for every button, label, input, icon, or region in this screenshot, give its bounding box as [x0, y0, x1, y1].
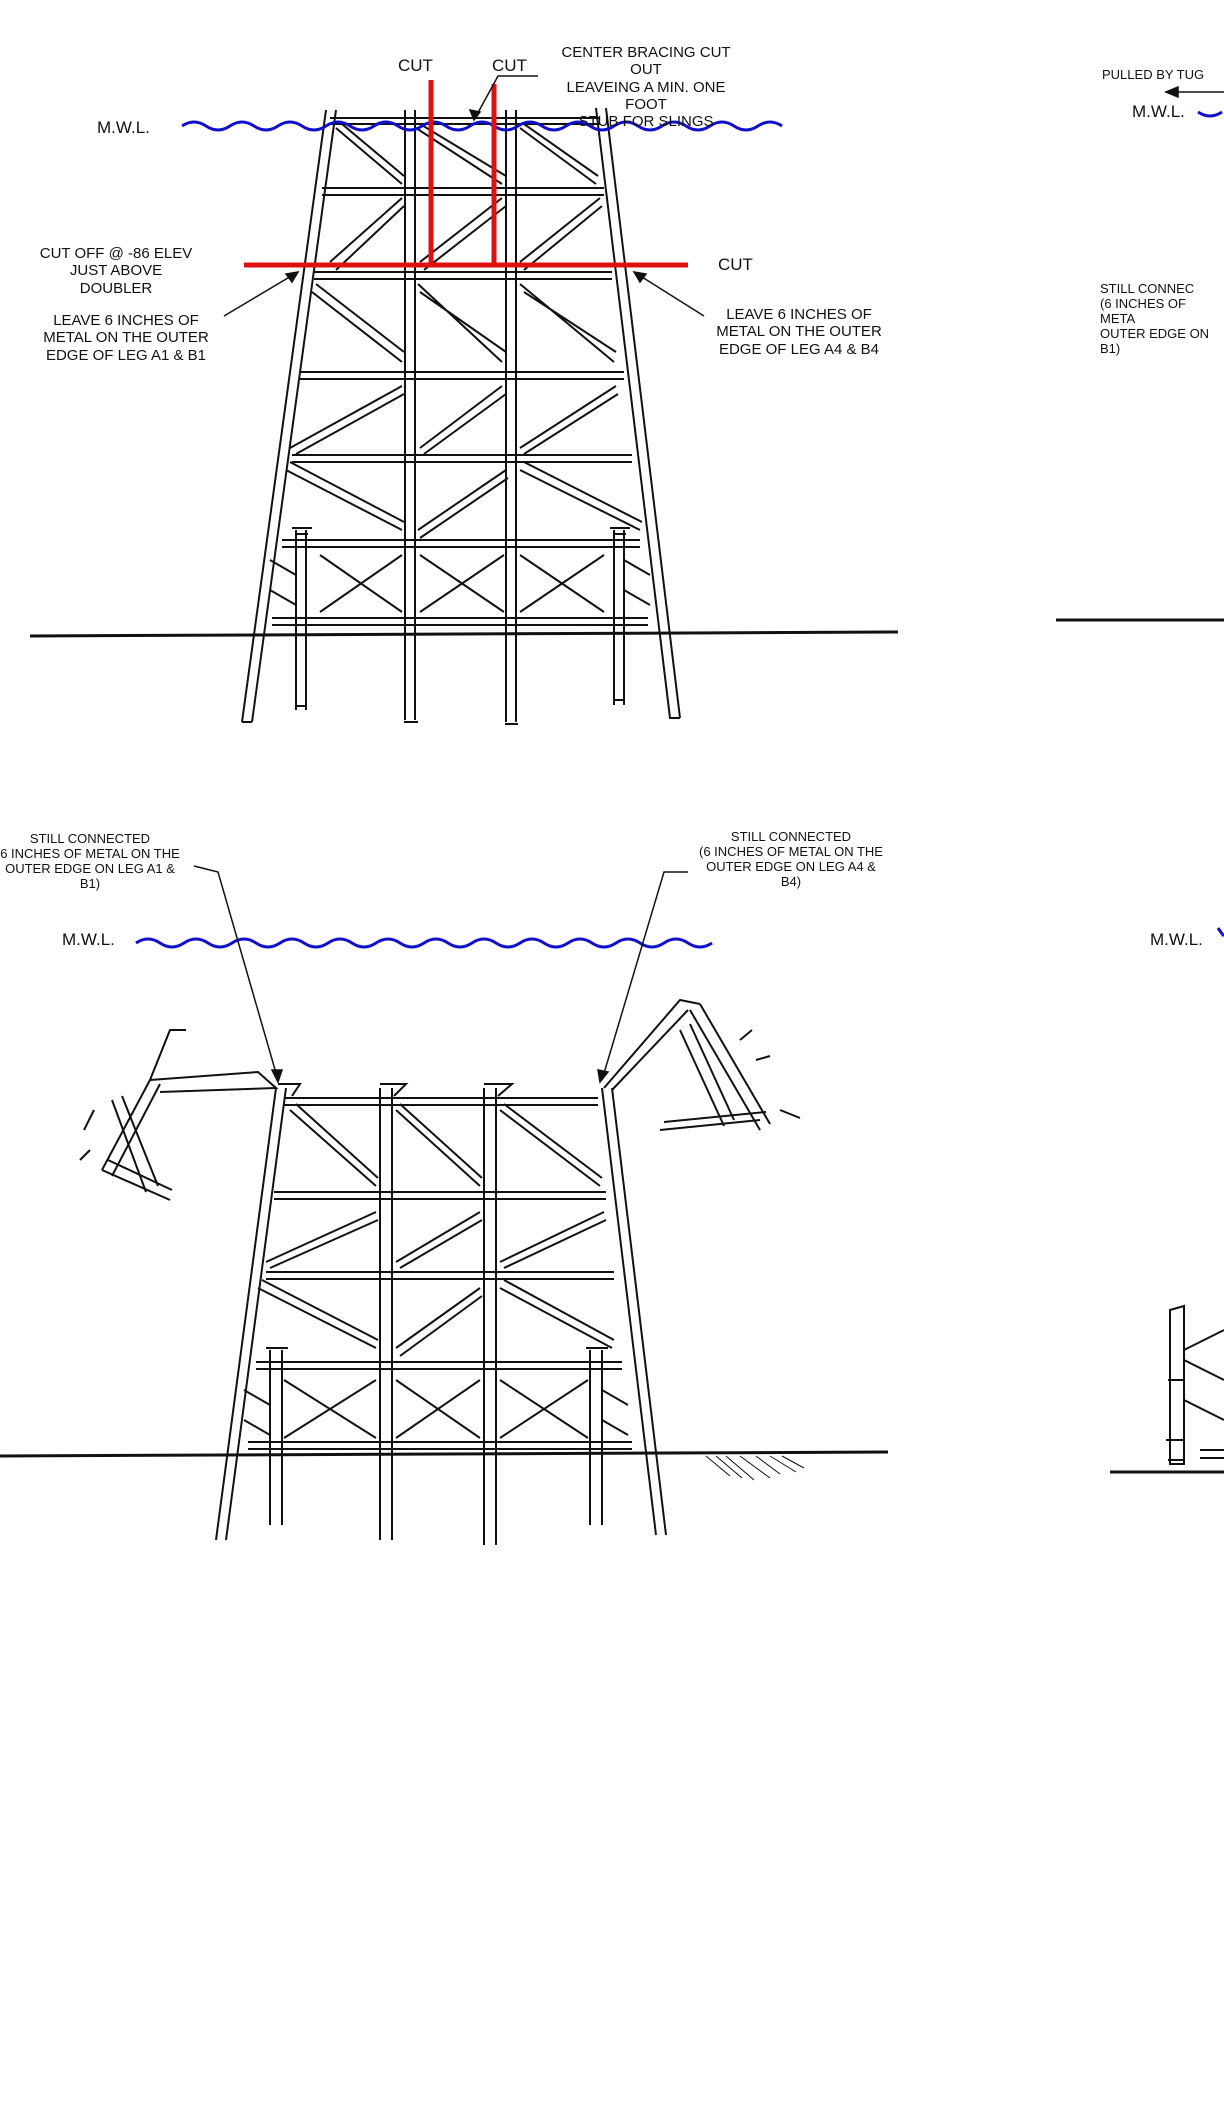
panel-4: [1110, 927, 1224, 1474]
mudline-1: [29, 630, 899, 638]
leg-left-p3: [215, 1087, 287, 1541]
leave-metal-left-note: LEAVE 6 INCHES OF METAL ON THE OUTER EDG…: [43, 312, 209, 364]
cut-off-note: CUT OFF @ -86 ELEV JUST ABOVE DOUBLER: [39, 245, 193, 297]
still-connected-right-note: STILL CONNECTED (6 INCHES OF METAL ON TH…: [699, 829, 883, 889]
diagonal-braces: [269, 123, 651, 613]
leg-inner-1: [404, 110, 416, 720]
mwl-label-3: M.W.L.: [62, 930, 115, 949]
diagonal-braces-p3: [243, 1103, 629, 1439]
pulled-by-tug-label: PULLED BY TUG: [1102, 67, 1205, 82]
leg-inner-2: [505, 110, 517, 722]
leave-metal-right-note: LEAVE 6 INCHES OF METAL ON THE OUTER EDG…: [716, 306, 882, 358]
water-line-2: [1197, 110, 1223, 118]
panel-3-jacket: [79, 998, 801, 1545]
panel-1-jacket: [241, 107, 681, 725]
panel-2: [1056, 85, 1224, 622]
water-line-4: [1216, 927, 1224, 938]
leaders-3: [193, 865, 688, 1084]
fallen-section-right: [603, 998, 801, 1131]
leg-right-outer: [595, 107, 681, 719]
cut-label-right: CUT: [718, 255, 753, 274]
water-line-1: [181, 120, 783, 132]
cut-label-left: CUT: [398, 56, 433, 75]
leg-left-outer: [241, 109, 337, 723]
mudline-3: [0, 1450, 889, 1458]
leaders-1: [223, 75, 705, 317]
horizontal-members-p3: [248, 1097, 632, 1450]
center-bracing-note: CENTER BRACING CUT OUT LEAVEING A MIN. O…: [561, 44, 731, 130]
still-connected-left-note: STILL CONNECTED 6 INCHES OF METAL ON THE…: [0, 831, 180, 891]
mwl-label-4: M.W.L.: [1150, 930, 1203, 949]
cut-lines: [244, 80, 688, 268]
mwl-label-1: M.W.L.: [97, 118, 150, 137]
still-connected-note-2: STILL CONNEC (6 INCHES OF META OUTER EDG…: [1100, 282, 1210, 356]
cut-label-mid: CUT: [492, 56, 527, 75]
horizontal-members: [272, 117, 648, 626]
leg-right-p3: [601, 1087, 667, 1536]
water-line-3: [135, 937, 713, 949]
mwl-label-2: M.W.L.: [1132, 102, 1185, 121]
seabed-hatch: [705, 1455, 805, 1481]
fallen-section-left: [79, 1029, 279, 1201]
